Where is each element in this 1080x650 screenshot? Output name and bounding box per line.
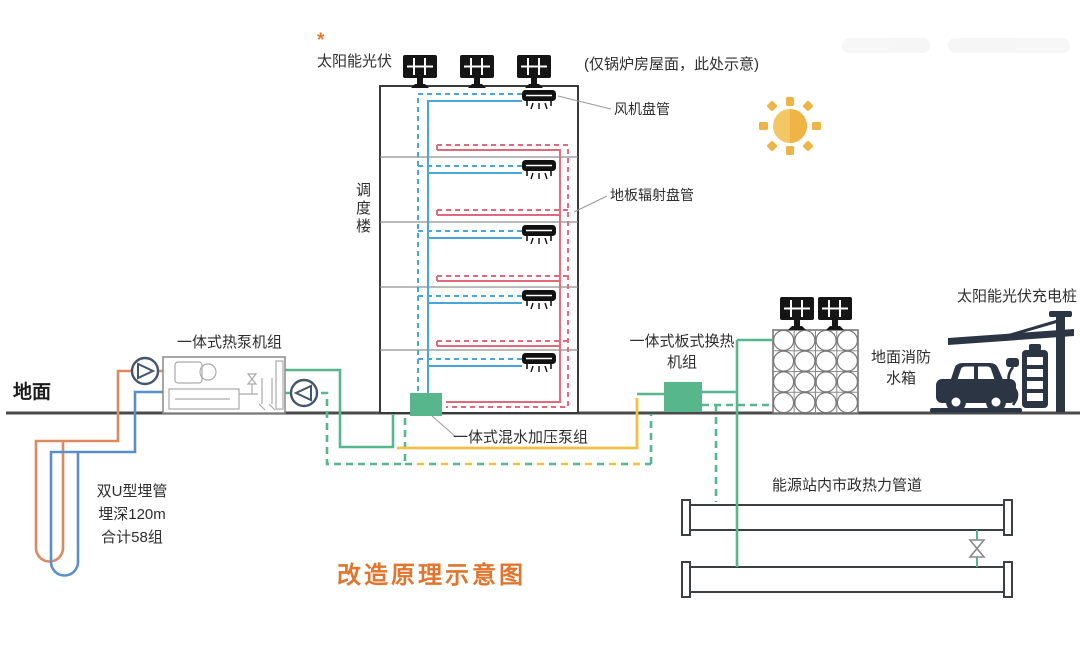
label-borehole: 双U型埋管 埋深120m 合计58组 [84, 480, 180, 549]
label-ground: 地面 [13, 382, 52, 403]
label-fan-coil: 风机盘管 [614, 101, 670, 117]
diagram-title: 改造原理示意图 [337, 563, 526, 589]
pv-charging-station [930, 311, 1074, 413]
source-pump [130, 356, 160, 386]
ev-car-icon [930, 363, 1022, 413]
heat-pump-internals [168, 360, 284, 411]
heat-pump-unit [162, 356, 286, 414]
solar-panel-icon [516, 54, 552, 89]
valve-icon [968, 539, 986, 558]
label-roof-note: (仅锅炉房屋面，此处示意) [584, 56, 759, 73]
fire-water-tank-icon [772, 329, 859, 414]
label-solar-pv-roof: 太阳能光伏 [317, 53, 393, 70]
label-dispatch-building: 调度楼 [354, 182, 371, 236]
label-municipal-pipes: 能源站内市政热力管道 [772, 477, 923, 494]
plate-hx-unit [664, 382, 702, 412]
municipal-pipe-icon [681, 499, 1013, 598]
solar-pv-asterisk: * [317, 30, 325, 51]
borehole-line3: 合计58组 [101, 529, 163, 546]
label-mixing-pump: 一体式混水加压泵组 [453, 429, 589, 446]
borehole-line1: 双U型埋管 [96, 483, 168, 500]
supply-pump [289, 378, 319, 408]
leader-lines [557, 95, 612, 213]
radiant-floor-piping [436, 144, 569, 408]
fire-tank-line2: 水箱 [885, 370, 916, 387]
mixing-pump-unit [410, 393, 457, 438]
fire-tank-line1: 地面消防 [870, 349, 931, 366]
plate-hx-line1: 一体式板式换热 [629, 333, 735, 350]
borehole-line2: 埋深120m [98, 506, 166, 523]
sun-icon [759, 97, 821, 155]
borehole-u-pipe-icon [34, 369, 163, 577]
fan-coil-piping [417, 93, 522, 396]
solar-panel-icon [402, 54, 438, 89]
label-plate-hx: 一体式板式换热 机组 [618, 331, 746, 373]
plate-hx-line2: 机组 [666, 354, 697, 371]
solar-panel-icon [459, 54, 495, 89]
label-pv-charging-pile: 太阳能光伏充电桩 [957, 288, 1078, 305]
solar-panel-icon [779, 296, 815, 331]
watermark [842, 38, 1070, 53]
solar-panel-icon [817, 296, 853, 331]
label-fire-tank: 地面消防 水箱 [858, 347, 944, 389]
ev-charger-icon [1006, 344, 1048, 408]
label-floor-radiant-coil: 地板辐射盘管 [610, 187, 694, 203]
label-heat-pump-unit: 一体式热泵机组 [177, 334, 283, 351]
